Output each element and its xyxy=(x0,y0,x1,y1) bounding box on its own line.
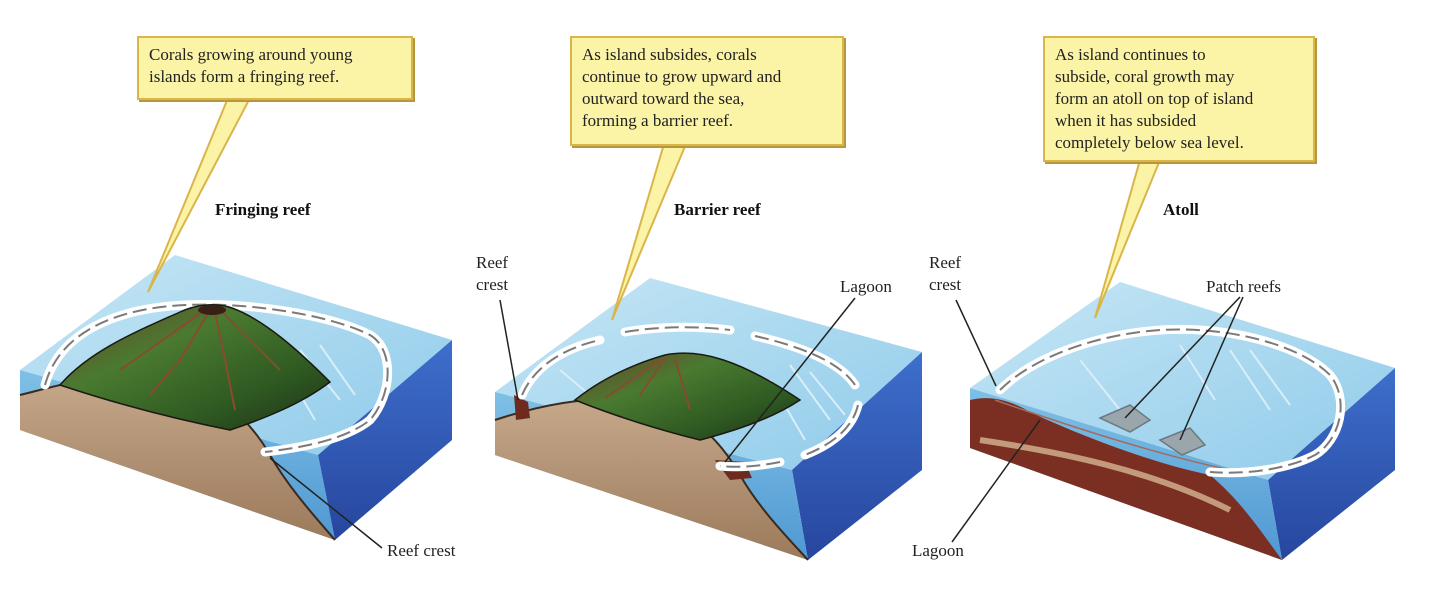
callout-line: islands form a fringing reef. xyxy=(149,67,340,86)
fringing-reef-title: Fringing reef xyxy=(215,200,311,219)
callout-line: subside, coral growth may xyxy=(1055,67,1235,86)
fringing-reef-block xyxy=(19,255,452,541)
callout-line: form an atoll on top of island xyxy=(1055,89,1254,108)
lagoon-label: Lagoon xyxy=(912,541,964,560)
label-line: Reef xyxy=(929,253,962,272)
callout-line: Corals growing around young xyxy=(149,45,353,64)
barrier-reef-block xyxy=(494,278,922,561)
atoll-block xyxy=(970,282,1395,560)
callout-line: forming a barrier reef. xyxy=(582,111,734,130)
label-line: crest xyxy=(929,275,962,294)
reef-crest-label: Reef crest xyxy=(476,252,508,296)
reef-crest-label: Reef crest xyxy=(387,541,456,560)
callout-line: As island continues to xyxy=(1055,45,1206,64)
lagoon-label: Lagoon xyxy=(840,277,892,296)
atoll-title: Atoll xyxy=(1163,200,1199,219)
barrier-reef-callout: As island subsides, corals continue to g… xyxy=(570,36,844,146)
barrier-reef-title: Barrier reef xyxy=(674,200,761,219)
callout-line: continue to grow upward and xyxy=(582,67,782,86)
fringing-reef-callout: Corals growing around young islands form… xyxy=(137,36,413,100)
leader-lines xyxy=(269,296,1244,549)
label-line: crest xyxy=(476,275,509,294)
callout-line: outward toward the sea, xyxy=(582,89,745,108)
callout-line: completely below sea level. xyxy=(1055,133,1244,152)
atoll-callout: As island continues to subside, coral gr… xyxy=(1043,36,1315,162)
label-line: Reef xyxy=(476,253,509,272)
callout-line: when it has subsided xyxy=(1055,111,1197,130)
callout-line: As island subsides, corals xyxy=(582,45,757,64)
callout-pointers xyxy=(147,97,1162,321)
patch-reefs-label: Patch reefs xyxy=(1206,277,1282,296)
reef-crest-label: Reef crest xyxy=(929,252,961,296)
